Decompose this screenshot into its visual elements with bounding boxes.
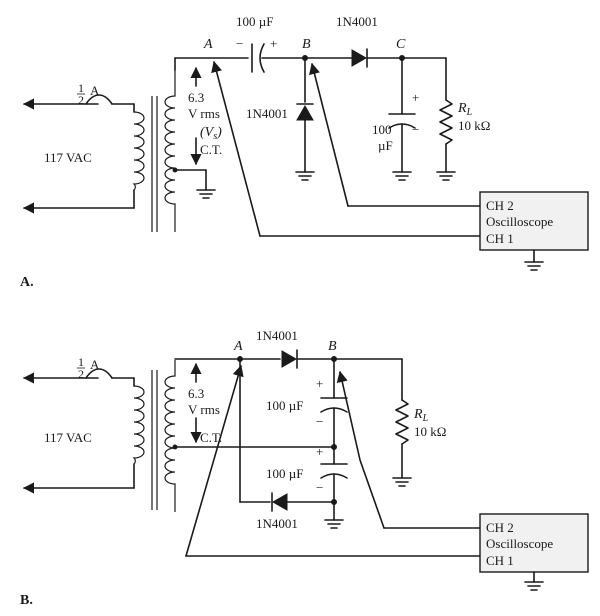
fuse-a-numerator: 1 (78, 81, 84, 95)
fuse-b (85, 368, 113, 379)
diode-top-b (281, 350, 298, 368)
fuse-b-denominator: 2 (78, 367, 84, 381)
fuse-a-denominator: 2 (78, 93, 84, 107)
svg-text:RL: RL (413, 407, 429, 424)
probe-ch2-b (336, 370, 385, 529)
svg-text:RL: RL (457, 101, 473, 118)
ground-scope-b (524, 581, 544, 591)
ground-cap-b (324, 519, 344, 529)
primary-coil-b (132, 385, 145, 465)
ground-rl-a (436, 171, 456, 181)
scope-ch2-a: CH 2 (486, 198, 514, 213)
diode-series-label: 1N4001 (336, 14, 378, 29)
ground-diode-a (295, 171, 315, 181)
resistor-rl-a (439, 99, 453, 145)
vs-open: (V (200, 125, 215, 140)
scope-name-a: Oscilloscope (486, 214, 553, 229)
secondary-coil-a (164, 70, 176, 232)
rl-symbol-b: R (413, 407, 423, 422)
cap-series-neg: − (236, 36, 243, 51)
cap-filter-value-bottom: µF (378, 138, 393, 153)
cap-filter-value-top: 100 (372, 122, 392, 137)
circuit-a (22, 43, 589, 271)
cap-bottom-neg-b: − (316, 480, 323, 495)
cap-filter-neg: − (412, 122, 419, 137)
cap-top-neg-b: − (316, 414, 323, 429)
vs-close: ) (216, 125, 222, 140)
panel-label-a: A. (20, 275, 34, 290)
cap-bottom-value-b: 100 µF (266, 466, 303, 481)
cap-series-value: 100 µF (236, 14, 273, 29)
ground-ct-a (196, 189, 216, 199)
diode-top-label-b: 1N4001 (256, 328, 298, 343)
ground-scope-a (524, 261, 544, 271)
center-tap-label-a: C.T. (200, 142, 222, 157)
scope-ch1-a: CH 1 (486, 231, 514, 246)
secondary-voltage-a: 6.3 (188, 90, 204, 105)
primary-coil-a (132, 111, 145, 191)
node-b-label-a: B (302, 37, 311, 52)
rl-symbol-a: R (457, 101, 467, 116)
cap-top-pos-b: + (316, 376, 323, 391)
node-c-label-a: C (396, 37, 406, 52)
scope-ch1-b: CH 1 (486, 553, 514, 568)
source-label-b: 117 VAC (44, 430, 92, 445)
ground-rl-b (392, 477, 412, 487)
fuse-a-unit: A (90, 83, 100, 98)
cap-top-value-b: 100 µF (266, 398, 303, 413)
panel-label-b: B. (20, 593, 33, 608)
secondary-voltage-b: 6.3 (188, 386, 204, 401)
diode-series-a (351, 49, 368, 67)
probe-ch1-b (185, 364, 244, 557)
rl-value-a: 10 kΩ (458, 118, 490, 133)
resistor-rl-b (395, 399, 409, 445)
fuse-b-unit: A (90, 357, 100, 372)
node-b-label-b: B (328, 339, 337, 354)
cap-bottom-pos-b: + (316, 444, 323, 459)
rl-value-b: 10 kΩ (414, 424, 446, 439)
secondary-coil-b (164, 360, 176, 512)
diode-shunt-a (296, 104, 314, 121)
circuit-b (22, 349, 589, 591)
diode-bottom-label-b: 1N4001 (256, 516, 298, 531)
rl-sub-a: L (466, 107, 473, 118)
diode-bottom-b (271, 493, 288, 511)
probe-ch1-a (211, 60, 261, 237)
scope-name-b: Oscilloscope (486, 536, 553, 551)
ground-cap-a (392, 171, 412, 181)
center-tap-label-b: C.T. (200, 430, 222, 445)
rl-sub-b: L (422, 413, 429, 424)
fuse-b-numerator: 1 (78, 355, 84, 369)
probe-ch2-a (309, 62, 349, 207)
diode-shunt-label: 1N4001 (246, 106, 288, 121)
node-a-label-a: A (203, 37, 213, 52)
fuse-a (85, 94, 113, 105)
cap-series-pos: + (270, 36, 277, 51)
vs-sub: s (213, 131, 217, 142)
node-a-label-b: A (233, 339, 243, 354)
secondary-unit-b: V rms (188, 402, 220, 417)
scope-ch2-b: CH 2 (486, 520, 514, 535)
cap-filter-pos: + (412, 90, 419, 105)
secondary-unit-a: V rms (188, 106, 220, 121)
svg-text:(Vs): (Vs) (200, 125, 222, 142)
cap-series-plate-pos (259, 43, 265, 73)
source-label-a: 117 VAC (44, 150, 92, 165)
